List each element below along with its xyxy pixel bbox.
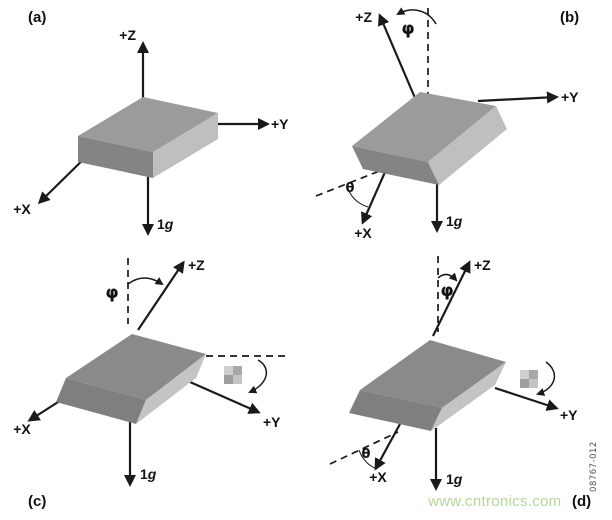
panel-a: (a) +Z +Y +X 1g bbox=[13, 9, 289, 237]
z-axis-label: +Z bbox=[119, 27, 136, 43]
gravity-label: 1g bbox=[157, 216, 174, 232]
pixel-block bbox=[529, 379, 538, 388]
pixel-block bbox=[520, 379, 529, 388]
box-left-face bbox=[78, 136, 153, 178]
box-left-face bbox=[56, 378, 146, 424]
rotation-direction-arrow bbox=[536, 361, 556, 396]
panel-d: +Z φ +Y θ +X 1g bbox=[329, 256, 578, 492]
box-left-face bbox=[352, 146, 439, 185]
x-axis-arrow bbox=[361, 171, 387, 225]
x-axis-label: +X bbox=[13, 421, 31, 437]
x-axis-label: +X bbox=[13, 201, 31, 217]
y-axis-arrow bbox=[477, 91, 560, 104]
theta-angle-arc bbox=[358, 449, 378, 470]
y-axis-label: +Y bbox=[560, 407, 578, 423]
panel-a-label: (a) bbox=[28, 9, 46, 26]
x-axis-label: +X bbox=[354, 225, 372, 241]
box-top-face bbox=[78, 97, 218, 152]
sensor-box bbox=[56, 334, 206, 424]
gravity-label: 1g bbox=[446, 213, 463, 229]
box-right-face bbox=[431, 362, 506, 431]
panel-d-label: (d) bbox=[572, 493, 591, 510]
site-watermark: www.cntronics.com bbox=[427, 493, 561, 510]
box-left-face bbox=[349, 390, 442, 431]
panel-b: (b) +Z φ +Y θ +X 1g bbox=[315, 7, 579, 241]
y-axis-label: +Y bbox=[271, 116, 289, 132]
gravity-label: 1g bbox=[446, 471, 463, 487]
pixel-block bbox=[233, 366, 242, 375]
sensor-box bbox=[352, 92, 507, 185]
y-axis-label: +Y bbox=[263, 414, 281, 430]
x-axis-arrow bbox=[374, 423, 401, 471]
x-axis-label: +X bbox=[369, 469, 387, 485]
phi-symbol: φ bbox=[440, 281, 453, 301]
phi-angle-arrow bbox=[396, 7, 437, 25]
z-axis-label: +Z bbox=[188, 257, 205, 273]
horizontal-reference-dashed-line bbox=[329, 431, 399, 465]
y-axis-arrow bbox=[189, 380, 261, 414]
box-right-face bbox=[153, 113, 218, 178]
pixelated-watermark bbox=[520, 370, 538, 388]
phi-symbol: φ bbox=[105, 283, 118, 303]
box-top-face bbox=[66, 334, 206, 400]
rotation-direction-arrow bbox=[248, 359, 268, 394]
pixelated-watermark bbox=[224, 366, 242, 384]
theta-symbol: θ bbox=[362, 447, 371, 462]
theta-angle-arc bbox=[346, 185, 369, 208]
z-axis-arrow bbox=[137, 260, 185, 331]
box-right-face bbox=[136, 354, 206, 424]
pixel-block bbox=[224, 366, 233, 375]
phi-symbol: φ bbox=[401, 19, 414, 39]
phi-angle-arrow bbox=[437, 272, 458, 282]
sensor-box bbox=[349, 340, 506, 431]
pixel-block bbox=[224, 375, 233, 384]
box-top-face bbox=[360, 340, 506, 408]
sensor-box bbox=[78, 97, 218, 178]
box-right-face bbox=[428, 106, 507, 185]
gravity-label: 1g bbox=[140, 466, 157, 482]
z-axis-arrow bbox=[432, 260, 471, 337]
phi-angle-arrow bbox=[127, 277, 164, 286]
pixel-block bbox=[520, 370, 529, 379]
panel-c: (c) +Z φ +Y +X 1g bbox=[13, 257, 286, 510]
panel-b-label: (b) bbox=[560, 9, 579, 26]
z-axis-arrow bbox=[377, 13, 420, 106]
z-axis-label: +Z bbox=[474, 257, 491, 273]
pixel-block bbox=[233, 375, 242, 384]
theta-symbol: θ bbox=[346, 181, 355, 196]
z-axis-label: +Z bbox=[355, 9, 372, 25]
y-axis-label: +Y bbox=[561, 89, 579, 105]
y-axis-arrow bbox=[494, 386, 559, 411]
pixel-block bbox=[529, 370, 538, 379]
figure-code: 08767-012 bbox=[589, 441, 599, 492]
panel-c-label: (c) bbox=[28, 493, 46, 510]
box-top-face bbox=[352, 92, 496, 162]
